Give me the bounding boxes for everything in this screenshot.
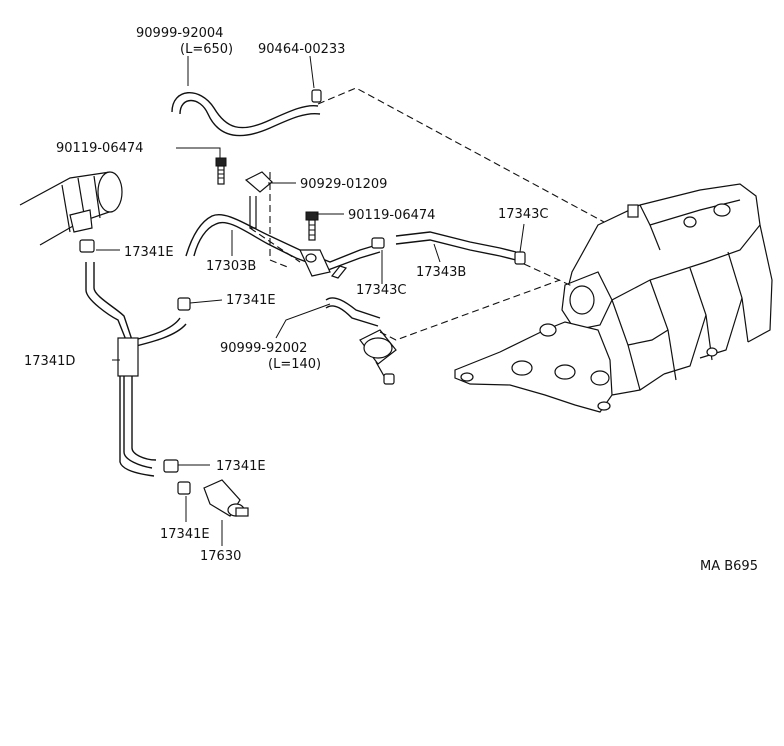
label-vsv-17630: 17630 <box>200 549 241 564</box>
reference-lines <box>249 87 605 341</box>
label-bolt-right: 90119-06474 <box>348 208 435 223</box>
hose-l140-illustration <box>325 297 381 327</box>
clamp-bracket <box>244 171 273 229</box>
label-clip-top: 90464-00233 <box>258 42 345 57</box>
label-pipe-17341d: 17341D <box>24 354 75 369</box>
label-hose-l140-length: (L=140) <box>268 357 321 372</box>
hose-17343b-illustration <box>395 231 526 265</box>
hose-clip-top <box>311 89 322 103</box>
label-clamp: 90929-01209 <box>300 177 387 192</box>
bolt-left <box>215 157 227 185</box>
label-hose-l650-part-number: 90999-92004 <box>136 26 223 41</box>
hose-l650-illustration <box>171 89 322 137</box>
label-hose-l140-part-number: 90999-92002 <box>220 341 307 356</box>
vsv-17630-illustration <box>203 479 249 517</box>
label-clip-c-bottom: 17343C <box>356 283 406 298</box>
label-clip-c-top: 17343C <box>498 207 548 222</box>
label-clip-e3: 17341E <box>216 459 266 474</box>
label-clip-e1: 17341E <box>124 245 174 260</box>
pipe-17341d-illustration <box>79 239 191 495</box>
bolt-right <box>305 211 319 241</box>
intake-manifold-illustration <box>454 183 773 413</box>
leader-lines <box>96 55 525 546</box>
label-clip-e4: 17341E <box>160 527 210 542</box>
pipe-17303b-illustration <box>185 214 385 279</box>
label-pipe-17303b: 17303B <box>206 259 256 274</box>
label-clip-e2: 17341E <box>226 293 276 308</box>
vacuum-filter-illustration <box>359 329 397 385</box>
label-bolt-left: 90119-06474 <box>56 141 143 156</box>
label-hose-l650-length: (L=650) <box>180 42 233 57</box>
air-intake-hose-illustration <box>19 171 123 246</box>
drawing-code: MA B695 <box>700 559 758 574</box>
label-hose-17343b: 17343B <box>416 265 466 280</box>
